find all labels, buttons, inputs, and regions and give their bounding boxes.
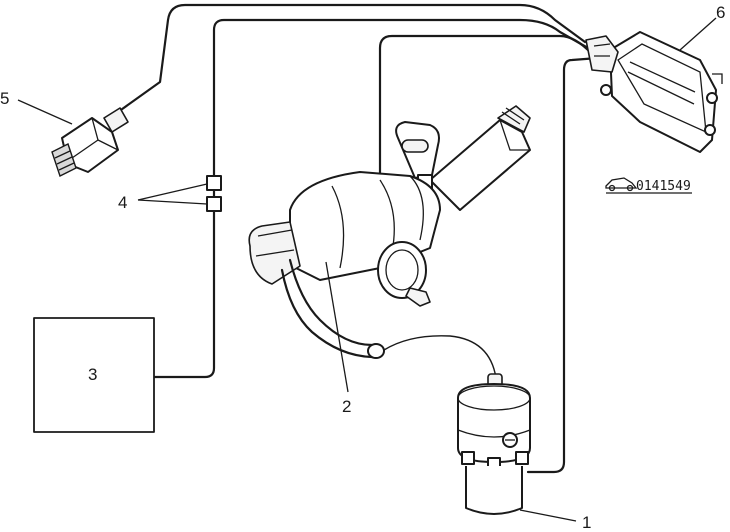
- car-logo-icon: [605, 177, 638, 189]
- control-module: [585, 31, 723, 153]
- wire-distributor: [378, 34, 594, 202]
- wire-knock-sensor: [116, 3, 587, 114]
- wiring-harness: [116, 3, 600, 474]
- callout-6: 6: [716, 3, 725, 22]
- wire-ignition-coil: [526, 56, 600, 474]
- callout-4: 4: [118, 193, 127, 212]
- callout-5: 5: [0, 89, 9, 108]
- leader-lines: [17, 17, 717, 522]
- knock-sensor: [51, 107, 129, 177]
- leader-4a: [137, 183, 208, 201]
- leader-5: [17, 99, 73, 125]
- leader-2: [325, 261, 349, 393]
- car-wheel-icon: [626, 184, 634, 192]
- control-unit-box: [33, 317, 155, 433]
- distributor: [248, 105, 531, 359]
- figure-code: 0141549: [605, 177, 692, 194]
- vacuum-line: [383, 335, 497, 379]
- wire-control-box: [153, 18, 590, 379]
- callout-2: 2: [342, 397, 351, 416]
- figure-code-text: 0141549: [636, 179, 691, 194]
- leader-6: [679, 17, 717, 51]
- callout-1: 1: [582, 513, 591, 532]
- leader-4b: [137, 199, 208, 205]
- ignition-coil: [457, 373, 531, 515]
- car-wheel-icon: [608, 184, 616, 192]
- leader-1: [519, 509, 577, 522]
- callout-3: 3: [88, 365, 97, 384]
